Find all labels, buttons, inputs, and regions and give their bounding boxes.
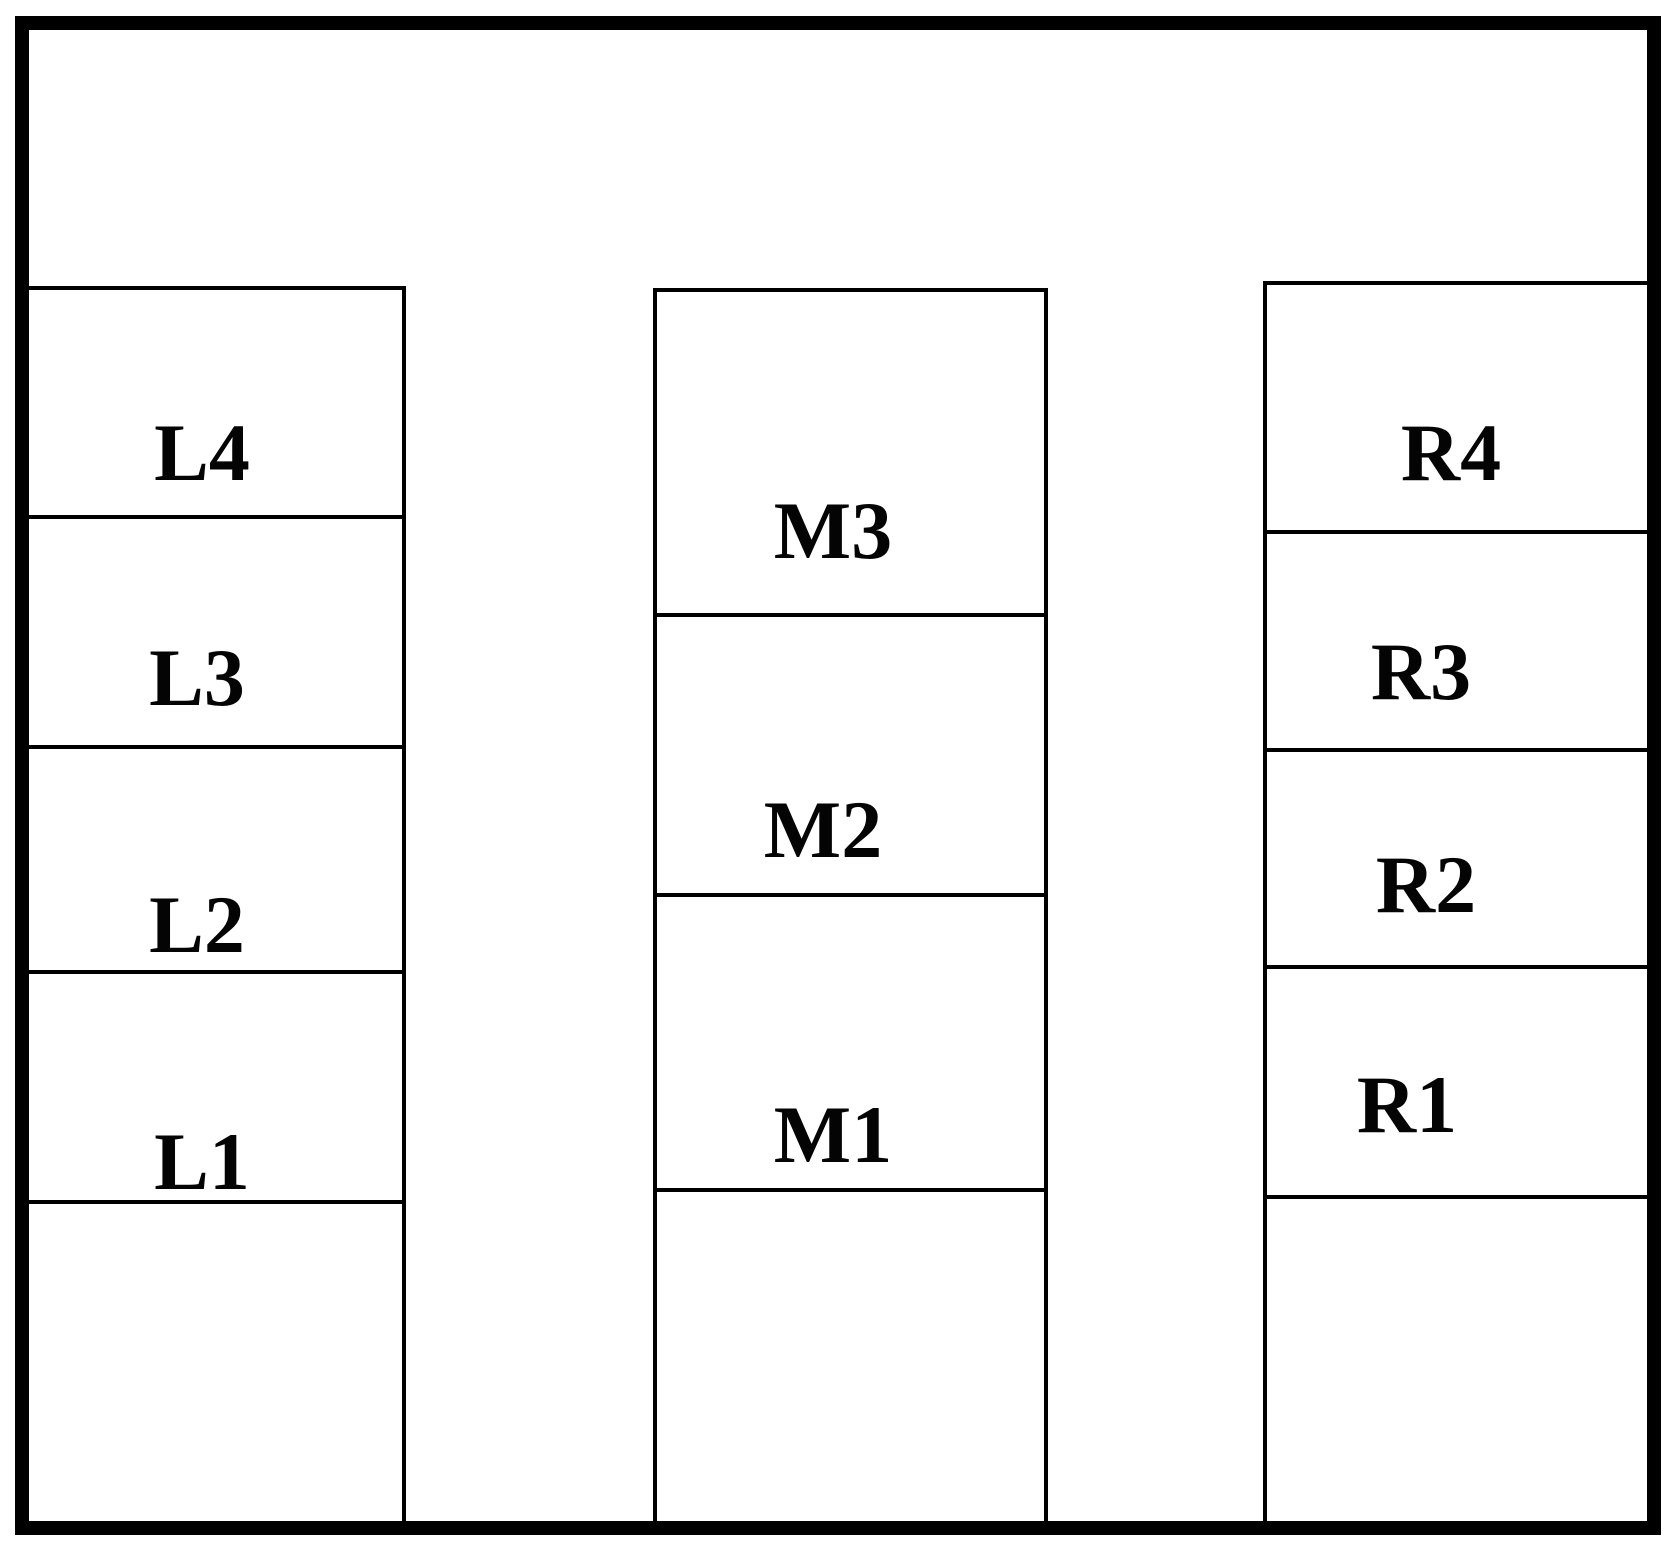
cell-R4: R4 — [1267, 281, 1647, 530]
cell-left-unlabeled — [29, 1200, 402, 1521]
cell-label-R1: R1 — [1356, 1059, 1458, 1150]
cell-R2: R2 — [1267, 748, 1647, 965]
cell-L3: L3 — [29, 515, 402, 745]
cell-label-R4: R4 — [1400, 407, 1502, 498]
cell-L2: L2 — [29, 745, 402, 970]
cell-label-R2: R2 — [1375, 839, 1477, 930]
cell-label-M2: M2 — [763, 784, 883, 875]
outer-boundary — [15, 16, 1661, 1535]
cell-label-L1: L1 — [154, 1116, 250, 1207]
cell-label-R3: R3 — [1370, 626, 1472, 717]
cell-L1: L1 — [29, 970, 402, 1207]
column-right: R4 R3 R2 R1 — [1263, 281, 1647, 1521]
cell-right-unlabeled — [1267, 1195, 1647, 1521]
cell-R3: R3 — [1267, 530, 1647, 748]
cell-label-M1: M1 — [773, 1089, 893, 1180]
cell-R1: R1 — [1267, 965, 1647, 1195]
cell-label-L2: L2 — [149, 879, 245, 970]
cell-L4: L4 — [29, 286, 402, 515]
cell-M1: M1 — [657, 893, 1044, 1188]
cell-label-L4: L4 — [154, 407, 250, 498]
cell-label-M3: M3 — [773, 485, 893, 576]
column-left: L4 L3 L2 L1 — [29, 286, 406, 1521]
cell-M2: M2 — [657, 613, 1044, 893]
column-middle: M3 M2 M1 — [653, 288, 1048, 1521]
cell-label-L3: L3 — [149, 632, 245, 723]
cell-M3: M3 — [657, 288, 1044, 613]
cell-middle-unlabeled — [657, 1188, 1044, 1521]
